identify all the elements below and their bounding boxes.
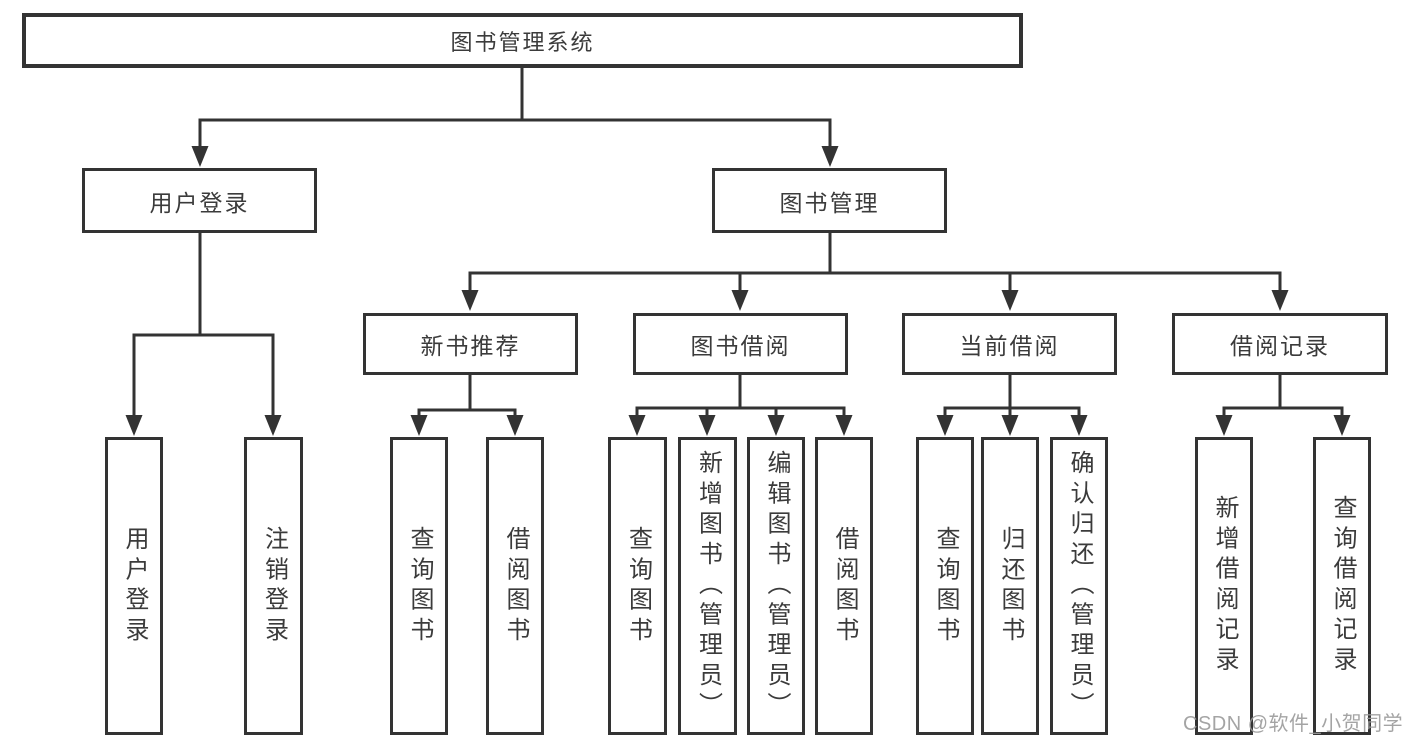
leaf-query-book-current: 查询图书 bbox=[916, 437, 974, 735]
node-current-borrow-label: 当前借阅 bbox=[959, 333, 1060, 359]
leaf-borrow-book-label: 借阅图书 bbox=[831, 525, 858, 647]
leaf-return-book-label: 归还图书 bbox=[997, 525, 1024, 647]
leaf-query-book-borrow-label: 查询图书 bbox=[624, 525, 652, 647]
leaf-add-borrow-record-label: 新增借阅记录 bbox=[1211, 495, 1238, 677]
node-book-borrow-label: 图书借阅 bbox=[690, 333, 791, 359]
leaf-query-book-current-label: 查询图书 bbox=[932, 525, 959, 647]
node-book-management-label: 图书管理 bbox=[779, 189, 880, 216]
node-root: 图书管理系统 bbox=[22, 13, 1023, 68]
leaf-query-book-recommend-label: 查询图书 bbox=[406, 525, 433, 647]
node-borrow-records-label: 借阅记录 bbox=[1230, 333, 1330, 359]
leaf-query-book-borrow: 查询图书 bbox=[608, 437, 667, 735]
leaf-query-book-recommend: 查询图书 bbox=[390, 437, 448, 735]
leaf-confirm-return-admin: 确认归还（管理员） bbox=[1050, 437, 1108, 735]
leaf-add-book-admin: 新增图书（管理员） bbox=[678, 437, 737, 735]
leaf-add-borrow-record: 新增借阅记录 bbox=[1195, 437, 1253, 735]
node-root-label: 图书管理系统 bbox=[450, 29, 595, 55]
node-borrow-records: 借阅记录 bbox=[1172, 313, 1388, 375]
leaf-borrow-book-recommend-label: 借阅图书 bbox=[502, 525, 529, 647]
node-new-book-recommend: 新书推荐 bbox=[363, 313, 578, 375]
leaf-user-login: 用户登录 bbox=[105, 437, 163, 735]
leaf-confirm-return-admin-label: 确认归还（管理员） bbox=[1066, 449, 1093, 723]
node-book-management: 图书管理 bbox=[712, 168, 947, 233]
leaf-user-login-label: 用户登录 bbox=[121, 525, 148, 647]
node-new-book-recommend-label: 新书推荐 bbox=[420, 333, 521, 359]
leaf-return-book: 归还图书 bbox=[981, 437, 1039, 735]
leaf-logout-label: 注销登录 bbox=[260, 525, 288, 647]
csdn-watermark: CSDN @软件_小贺同学 bbox=[1183, 713, 1404, 735]
leaf-edit-book-admin-label: 编辑图书（管理员） bbox=[763, 449, 790, 723]
leaf-edit-book-admin: 编辑图书（管理员） bbox=[747, 437, 805, 735]
leaf-add-book-admin-label: 新增图书（管理员） bbox=[694, 449, 722, 723]
leaf-logout: 注销登录 bbox=[244, 437, 303, 735]
node-current-borrow: 当前借阅 bbox=[902, 313, 1117, 375]
node-book-borrow: 图书借阅 bbox=[633, 313, 848, 375]
leaf-query-borrow-record-label: 查询借阅记录 bbox=[1329, 495, 1356, 677]
node-user-login: 用户登录 bbox=[82, 168, 317, 233]
leaf-query-borrow-record: 查询借阅记录 bbox=[1313, 437, 1371, 735]
leaf-borrow-book-recommend: 借阅图书 bbox=[486, 437, 544, 735]
leaf-borrow-book: 借阅图书 bbox=[815, 437, 873, 735]
node-user-login-label: 用户登录 bbox=[149, 189, 250, 216]
